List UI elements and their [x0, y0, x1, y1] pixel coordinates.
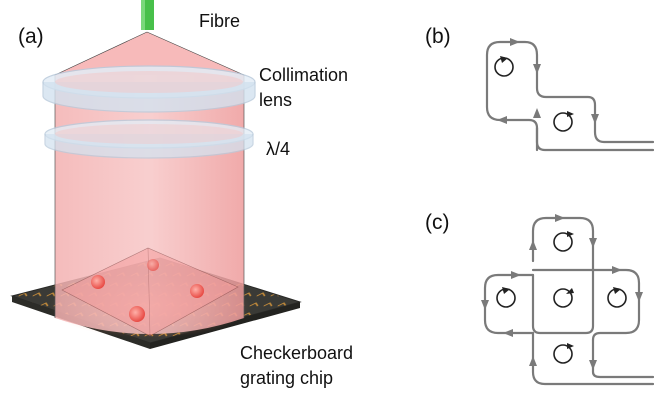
- panel-c-top-rotation: [553, 232, 573, 252]
- panel-c-bottom-rotation: [553, 344, 573, 364]
- waveplate-label: λ/4: [266, 139, 291, 159]
- beam-cone: [55, 32, 244, 75]
- panel-c-arrows: [481, 214, 643, 370]
- panel-b-loops: [485, 40, 654, 152]
- collimation-lens-label-line2: lens: [259, 90, 293, 110]
- collimation-lens-label-line1: Collimation: [259, 65, 349, 85]
- beam-spot-top: [147, 259, 159, 271]
- diffraction-pyramid: [61, 247, 239, 337]
- chip-label-line1: Checkerboard: [240, 343, 354, 363]
- panel-a-illustration: [10, 0, 302, 349]
- panel-b-rotation-arrows: [500, 56, 574, 117]
- panel-a-label: (a): [18, 25, 44, 48]
- collimation-lens: [42, 65, 256, 113]
- panel-b-arrows: [497, 38, 599, 124]
- panel-b-loop2-rotation: [553, 112, 573, 132]
- fibre-label: Fibre: [199, 11, 241, 31]
- chip-label-line2: grating chip: [240, 368, 334, 388]
- panel-c-center-rotation: [553, 288, 573, 308]
- beam-spot-right: [190, 284, 204, 298]
- panel-c-label: (c): [425, 211, 450, 234]
- panel-b-label: (b): [425, 25, 451, 48]
- quarter-wave-plate: [44, 119, 254, 159]
- panel-b-path: [485, 40, 654, 152]
- panel-c-loops: [483, 216, 654, 386]
- beam-spot-front: [129, 306, 145, 322]
- beam-spot-left: [91, 275, 105, 289]
- panel-c-rotation-arrows: [502, 231, 621, 349]
